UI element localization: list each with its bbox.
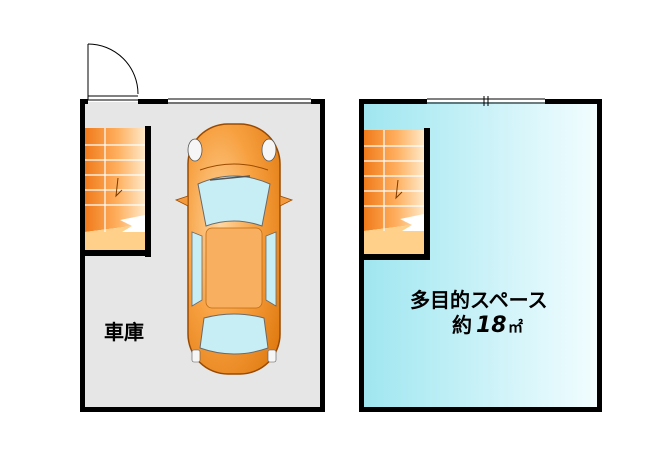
area-unit: ㎡ — [508, 318, 523, 336]
space-top-wall-left — [359, 99, 427, 104]
window-icon — [427, 96, 545, 106]
floor1-plan: 車庫 — [80, 43, 325, 412]
area-value: 18 — [476, 313, 507, 338]
space-left-wall — [359, 100, 364, 411]
space-label: 多目的スペース — [410, 288, 548, 312]
floor2-plan: 多目的スペース 約 18 ㎡ — [359, 96, 602, 412]
garage-bottom-wall — [80, 407, 325, 412]
car-icon — [174, 123, 294, 375]
garage-label: 車庫 — [104, 320, 144, 344]
area-prefix: 約 — [452, 313, 472, 337]
swing-door-icon — [87, 43, 139, 101]
staircase-icon — [83, 126, 151, 257]
area-label: 約 18 ㎡ — [452, 313, 523, 338]
garage-right-wall — [320, 100, 325, 411]
garage-top-wall-mid — [138, 99, 168, 104]
space-top-wall-right — [545, 99, 602, 104]
space-right-wall — [597, 100, 602, 411]
space-bottom-wall — [359, 407, 602, 412]
garage-top-wall-left — [80, 99, 88, 104]
garage-left-wall — [80, 100, 85, 411]
garage-top-wall-right — [311, 99, 325, 104]
garage-shutter — [168, 98, 311, 104]
staircase-icon — [362, 128, 430, 260]
